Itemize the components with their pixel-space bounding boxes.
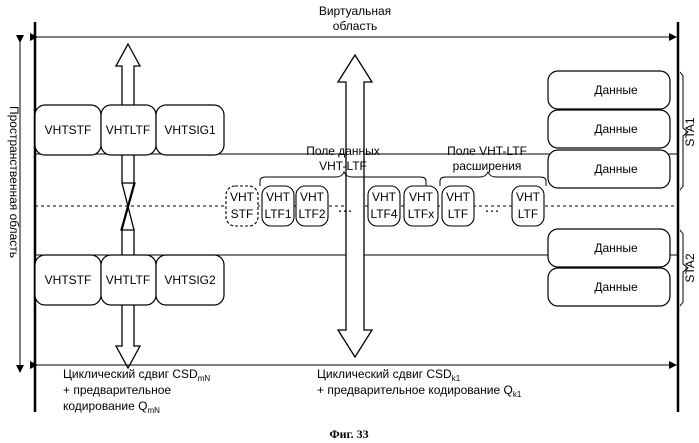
ltf-ext-label-2: расширения: [453, 159, 522, 173]
vht-ltf1-label-2: LTF1: [264, 207, 291, 221]
left-stream-1: VHTSTF VHTLTF VHTSIG1: [35, 105, 224, 155]
csd-left-subscript: mN: [198, 374, 211, 383]
sta1-data-label-3: Данные: [594, 162, 638, 176]
vht-ltf2-label-1: VHT: [300, 190, 325, 204]
vht-stf-label-2: STF: [231, 207, 254, 221]
ltf-data-ellipsis: …: [337, 199, 353, 216]
vht-ltf1-label-1: VHT: [266, 190, 291, 204]
stream1-vhtsig1-label: VHTSIG1: [164, 123, 216, 137]
vht-ltfx-label-1: VHT: [409, 190, 434, 204]
csd-right-main: Циклический сдвиг CSD: [317, 367, 452, 381]
csd-right-line-2: + предварительное кодирование Qk1: [317, 383, 522, 399]
sta2-data-group: Данные Данные: [548, 229, 670, 306]
ltf-ext-label-1: Поле VHT-LTF: [447, 144, 527, 158]
sta1-data-label-2: Данные: [594, 122, 638, 136]
csd-left-q: кодирование Q: [63, 399, 147, 413]
csd-left-line-1: Циклический сдвиг CSDmN: [63, 367, 210, 383]
ltf-ext-ellipsis: …: [484, 199, 500, 216]
left-stream-2: VHTSTF VHTLTF VHTSIG2: [35, 255, 224, 305]
vht-ltf-ext2-label-1: VHT: [516, 190, 541, 204]
vht-ltf4-label-2: LTF4: [370, 207, 397, 221]
vht-ltf2-label-2: LTF2: [298, 207, 325, 221]
ltf-data-label-1: Поле данных: [306, 144, 380, 158]
sta2-data-label-1: Данные: [594, 241, 638, 255]
csd-right-q: + предварительное кодирование Q: [317, 383, 513, 397]
stream1-vhtstf-label: VHTSTF: [45, 123, 92, 137]
sta1-data-label-1: Данные: [594, 83, 638, 97]
vht-stf-label-1: VHT: [230, 190, 255, 204]
csd-right-line-1: Циклический сдвиг CSDk1: [317, 367, 461, 383]
vht-ltfx-label-2: LTFx: [408, 207, 434, 221]
sta1-label: STA1: [683, 117, 697, 146]
vht-ltf4-label-1: VHT: [372, 190, 397, 204]
csd-left-main: Циклический сдвиг CSD: [63, 367, 198, 381]
csd-right-subscript: k1: [452, 374, 461, 383]
figure-caption: Фиг. 33: [329, 427, 368, 441]
virtual-area-label-1: Виртуальная: [319, 4, 391, 18]
sta2-data-label-2: Данные: [594, 280, 638, 294]
vht-ltf-ext1-label-2: LTF: [448, 207, 468, 221]
csd-left-line-3: кодирование QmN: [63, 399, 160, 415]
stream2-vhtltf-label: VHTLTF: [106, 273, 150, 287]
vht-ltf-ext2-label-2: LTF: [518, 207, 538, 221]
sta2-label: STA2: [683, 253, 697, 282]
stream2-vhtsig2-label: VHTSIG2: [164, 273, 216, 287]
stream2-vhtstf-label: VHTSTF: [45, 273, 92, 287]
virtual-area-label-2: область: [333, 19, 377, 33]
ltf-data-brace: [260, 172, 426, 186]
stream1-vhtltf-label: VHTLTF: [106, 123, 150, 137]
vht-ltf-ext1-label-1: VHT: [446, 190, 471, 204]
ltf-data-label-2: VHT-LTF: [319, 159, 367, 173]
ltf-ext-brace: [440, 172, 546, 186]
csd-left-q-subscript: mN: [147, 406, 160, 415]
csd-right-q-subscript: k1: [513, 390, 522, 399]
spatial-area-label: Пространственная область: [7, 106, 21, 258]
sta1-data-group: Данные Данные Данные: [548, 71, 670, 188]
csd-left-line-2: + предварительное: [63, 383, 171, 397]
